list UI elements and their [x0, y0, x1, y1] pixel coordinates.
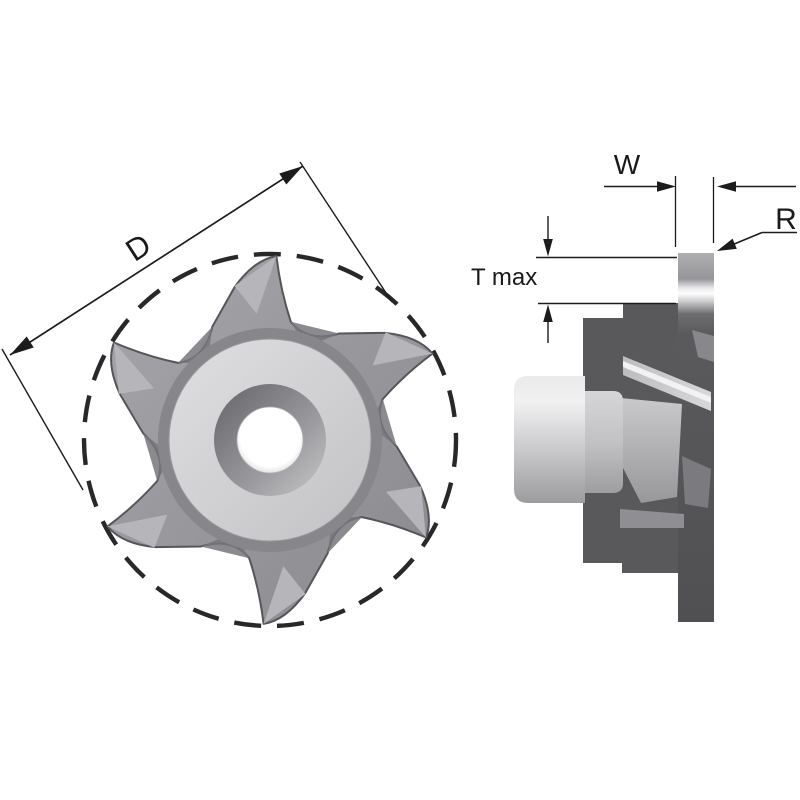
- side-lower-tooth-facet: [682, 456, 711, 508]
- side-column-wedge: [692, 330, 714, 362]
- side-cutting-edge-strip: [678, 253, 714, 622]
- t-arrowhead-down: [543, 239, 553, 257]
- w-arrowhead-right: [717, 181, 736, 192]
- tooth-back-face: [386, 486, 426, 538]
- label-max-depth: T max: [471, 264, 537, 291]
- dimension-width: W: [604, 149, 796, 247]
- front-view: [81, 251, 459, 629]
- side-hub-cylinder: [514, 376, 585, 503]
- d-tangent-line-2: [299, 161, 393, 303]
- side-tooth-face: [621, 398, 682, 503]
- t-arrowhead-up: [543, 304, 553, 322]
- side-view: [514, 253, 714, 622]
- d-tangent-line-1: [1, 348, 84, 491]
- label-width: W: [614, 149, 641, 180]
- tooth-gullet-flank: [367, 399, 397, 447]
- d-arrowhead-start: [10, 336, 34, 355]
- d-arrowhead-end: [279, 166, 303, 185]
- w-arrowhead-left: [657, 181, 676, 192]
- tooth-back-face: [234, 256, 277, 314]
- tooth-back-face: [114, 342, 154, 394]
- dimension-corner-radius: R: [717, 203, 797, 251]
- label-corner-radius: R: [775, 203, 797, 236]
- dimension-max-depth: T max: [471, 216, 677, 343]
- side-collar: [585, 391, 623, 493]
- cutting-diameter-dashed-circle: [81, 251, 459, 629]
- tooth-gullet-flank: [143, 433, 173, 481]
- r-arrowhead: [717, 238, 737, 251]
- label-diameter: D: [119, 227, 157, 269]
- tooth-back-face: [107, 514, 168, 548]
- front-cutter: [106, 255, 434, 625]
- tooth-back-face: [372, 332, 433, 366]
- side-diagonal-highlight: [623, 361, 711, 403]
- tooth-back-face: [263, 566, 306, 624]
- d-dimension-line: [9, 165, 304, 356]
- center-bore: [236, 406, 304, 474]
- side-bottom-band: [620, 509, 684, 528]
